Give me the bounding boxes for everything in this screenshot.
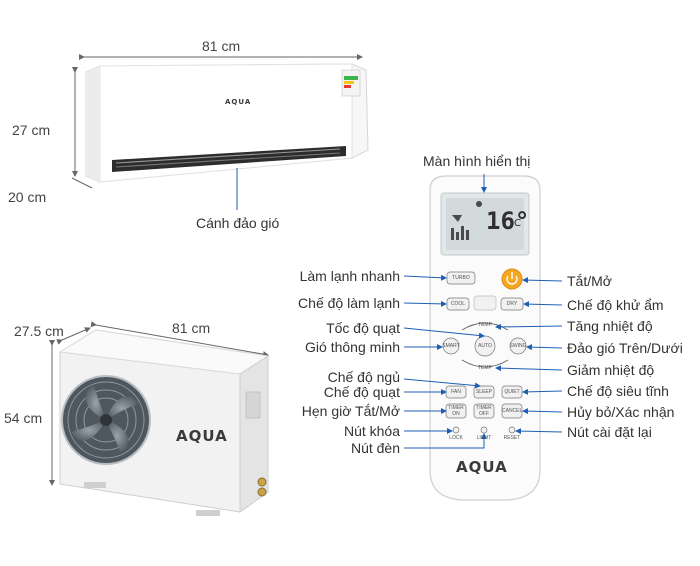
blank-button[interactable] (473, 295, 497, 311)
light-button[interactable] (480, 426, 488, 434)
indoor-height-label: 27 cm (12, 122, 51, 138)
outdoor-width-line (90, 321, 269, 358)
quiet-button[interactable] (501, 385, 523, 399)
sleep-button[interactable] (473, 385, 495, 399)
outdoor-brand-logo: AQUA (176, 427, 228, 445)
cool-key-label: COOL (450, 301, 466, 307)
fan-key-label: FAN (451, 389, 461, 395)
indoor-brand-logo: AQUA (225, 98, 252, 106)
light-key-label: LIGHT (476, 435, 492, 441)
turbo-callout-line (403, 274, 447, 281)
indoor-unit (71, 54, 369, 210)
label-temp-up: Tăng nhiệt độ (567, 318, 653, 334)
fan-blade (106, 396, 138, 420)
fan-blade (106, 420, 129, 452)
outdoor-height-label: 54 cm (4, 410, 43, 426)
label-turbo: Làm lạnh nhanh (299, 268, 400, 284)
reset-callout-line (515, 428, 563, 435)
swing-key-label: SWING (509, 343, 527, 349)
swing-callout-line (526, 344, 563, 351)
quiet-key-label: QUIET (504, 389, 520, 395)
cancel-button[interactable] (501, 403, 523, 419)
outdoor-depth-label: 27.5 cm (14, 323, 64, 339)
swing-button[interactable] (509, 337, 527, 355)
sleep-callout-line (403, 378, 481, 389)
fan-blade (85, 386, 106, 420)
quiet-callout-line (522, 388, 563, 395)
cancel-callout-line (522, 408, 563, 415)
dry-callout-line (523, 301, 563, 308)
label-power: Tắt/Mở (567, 273, 612, 289)
label-reset: Nút cài đặt lại (567, 424, 652, 440)
label-temp-down: Giảm nhiệt độ (567, 362, 655, 378)
label-lock: Nút khóa (343, 423, 400, 439)
remote-brand-logo: AQUA (456, 458, 508, 476)
reset-button[interactable] (508, 426, 516, 434)
display-unit: C (514, 218, 521, 229)
outdoor-unit (49, 321, 270, 516)
label-swing: Đảo gió Trên/Dưới (567, 340, 683, 356)
label-cool: Chế độ làm lạnh (298, 295, 400, 311)
outdoor-depth-line (56, 327, 91, 345)
vane-label: Cánh đảo gió (196, 215, 280, 231)
label-display: Màn hình hiển thị (423, 153, 531, 169)
fan-speed-callout-line (403, 327, 485, 339)
temp-up-callout-line (495, 323, 563, 330)
label-cancel: Hủy bỏ/Xác nhận (567, 404, 675, 420)
sleep-key-label: SLEEP (475, 389, 493, 395)
lock-key-label: LOCK (449, 435, 463, 441)
side-panel (245, 391, 261, 419)
temp-down-callout-line (495, 365, 563, 372)
turbo-button[interactable] (446, 271, 476, 285)
cancel-key-label: CANCEL (502, 408, 523, 414)
dry-button[interactable] (500, 297, 524, 311)
label-light: Nút đèn (350, 440, 400, 456)
temp-down-key-label: TEMP (478, 365, 492, 371)
valve (257, 477, 267, 487)
indoor-width-label: 81 cm (202, 38, 241, 54)
temp-up-arc (461, 322, 509, 331)
label-sleep: Chế độ ngủ (327, 369, 400, 385)
turbo-key-label: TURBO (452, 275, 470, 281)
display-temp: 16° (486, 207, 530, 235)
smart-key-label: SMART (442, 343, 460, 349)
label-dry: Chế độ khử ẩm (567, 297, 664, 313)
foot (196, 510, 220, 516)
label-quiet: Chế độ siêu tĩnh (567, 383, 669, 399)
light-callout-line (404, 433, 487, 449)
temp-up-key-label: TEMP (478, 322, 492, 328)
auto-fan-button[interactable] (474, 335, 496, 357)
fan-blade (72, 420, 106, 441)
cool-callout-line (403, 300, 447, 307)
indoor-depth-line (71, 177, 93, 189)
label-fan: Chế độ quạt (323, 384, 400, 400)
lock-button[interactable] (452, 426, 460, 434)
cool-button[interactable] (446, 297, 470, 311)
remote-control (403, 174, 563, 501)
timer-off-button[interactable] (473, 403, 495, 419)
temp-down-arc (461, 359, 509, 368)
power-callout-line (522, 277, 563, 284)
smart-button[interactable] (442, 337, 460, 355)
label-smart: Gió thông minh (305, 339, 400, 355)
label-fan-speed: Tốc độ quạt (326, 320, 400, 336)
indoor-depth-label: 20 cm (8, 189, 47, 205)
dry-key-label: DRY (506, 301, 518, 307)
foot (84, 482, 106, 488)
timer-on-key-label: TIMER ON (448, 405, 464, 417)
outdoor-width-label: 81 cm (172, 320, 211, 336)
reset-key-label: RESET (503, 435, 521, 441)
label-timer: Hẹn giờ Tắt/Mở (301, 403, 400, 419)
valve (257, 487, 267, 497)
timer-off-key-label: TIMER OFF (476, 405, 492, 417)
auto-key-label: AUTO (478, 343, 492, 349)
